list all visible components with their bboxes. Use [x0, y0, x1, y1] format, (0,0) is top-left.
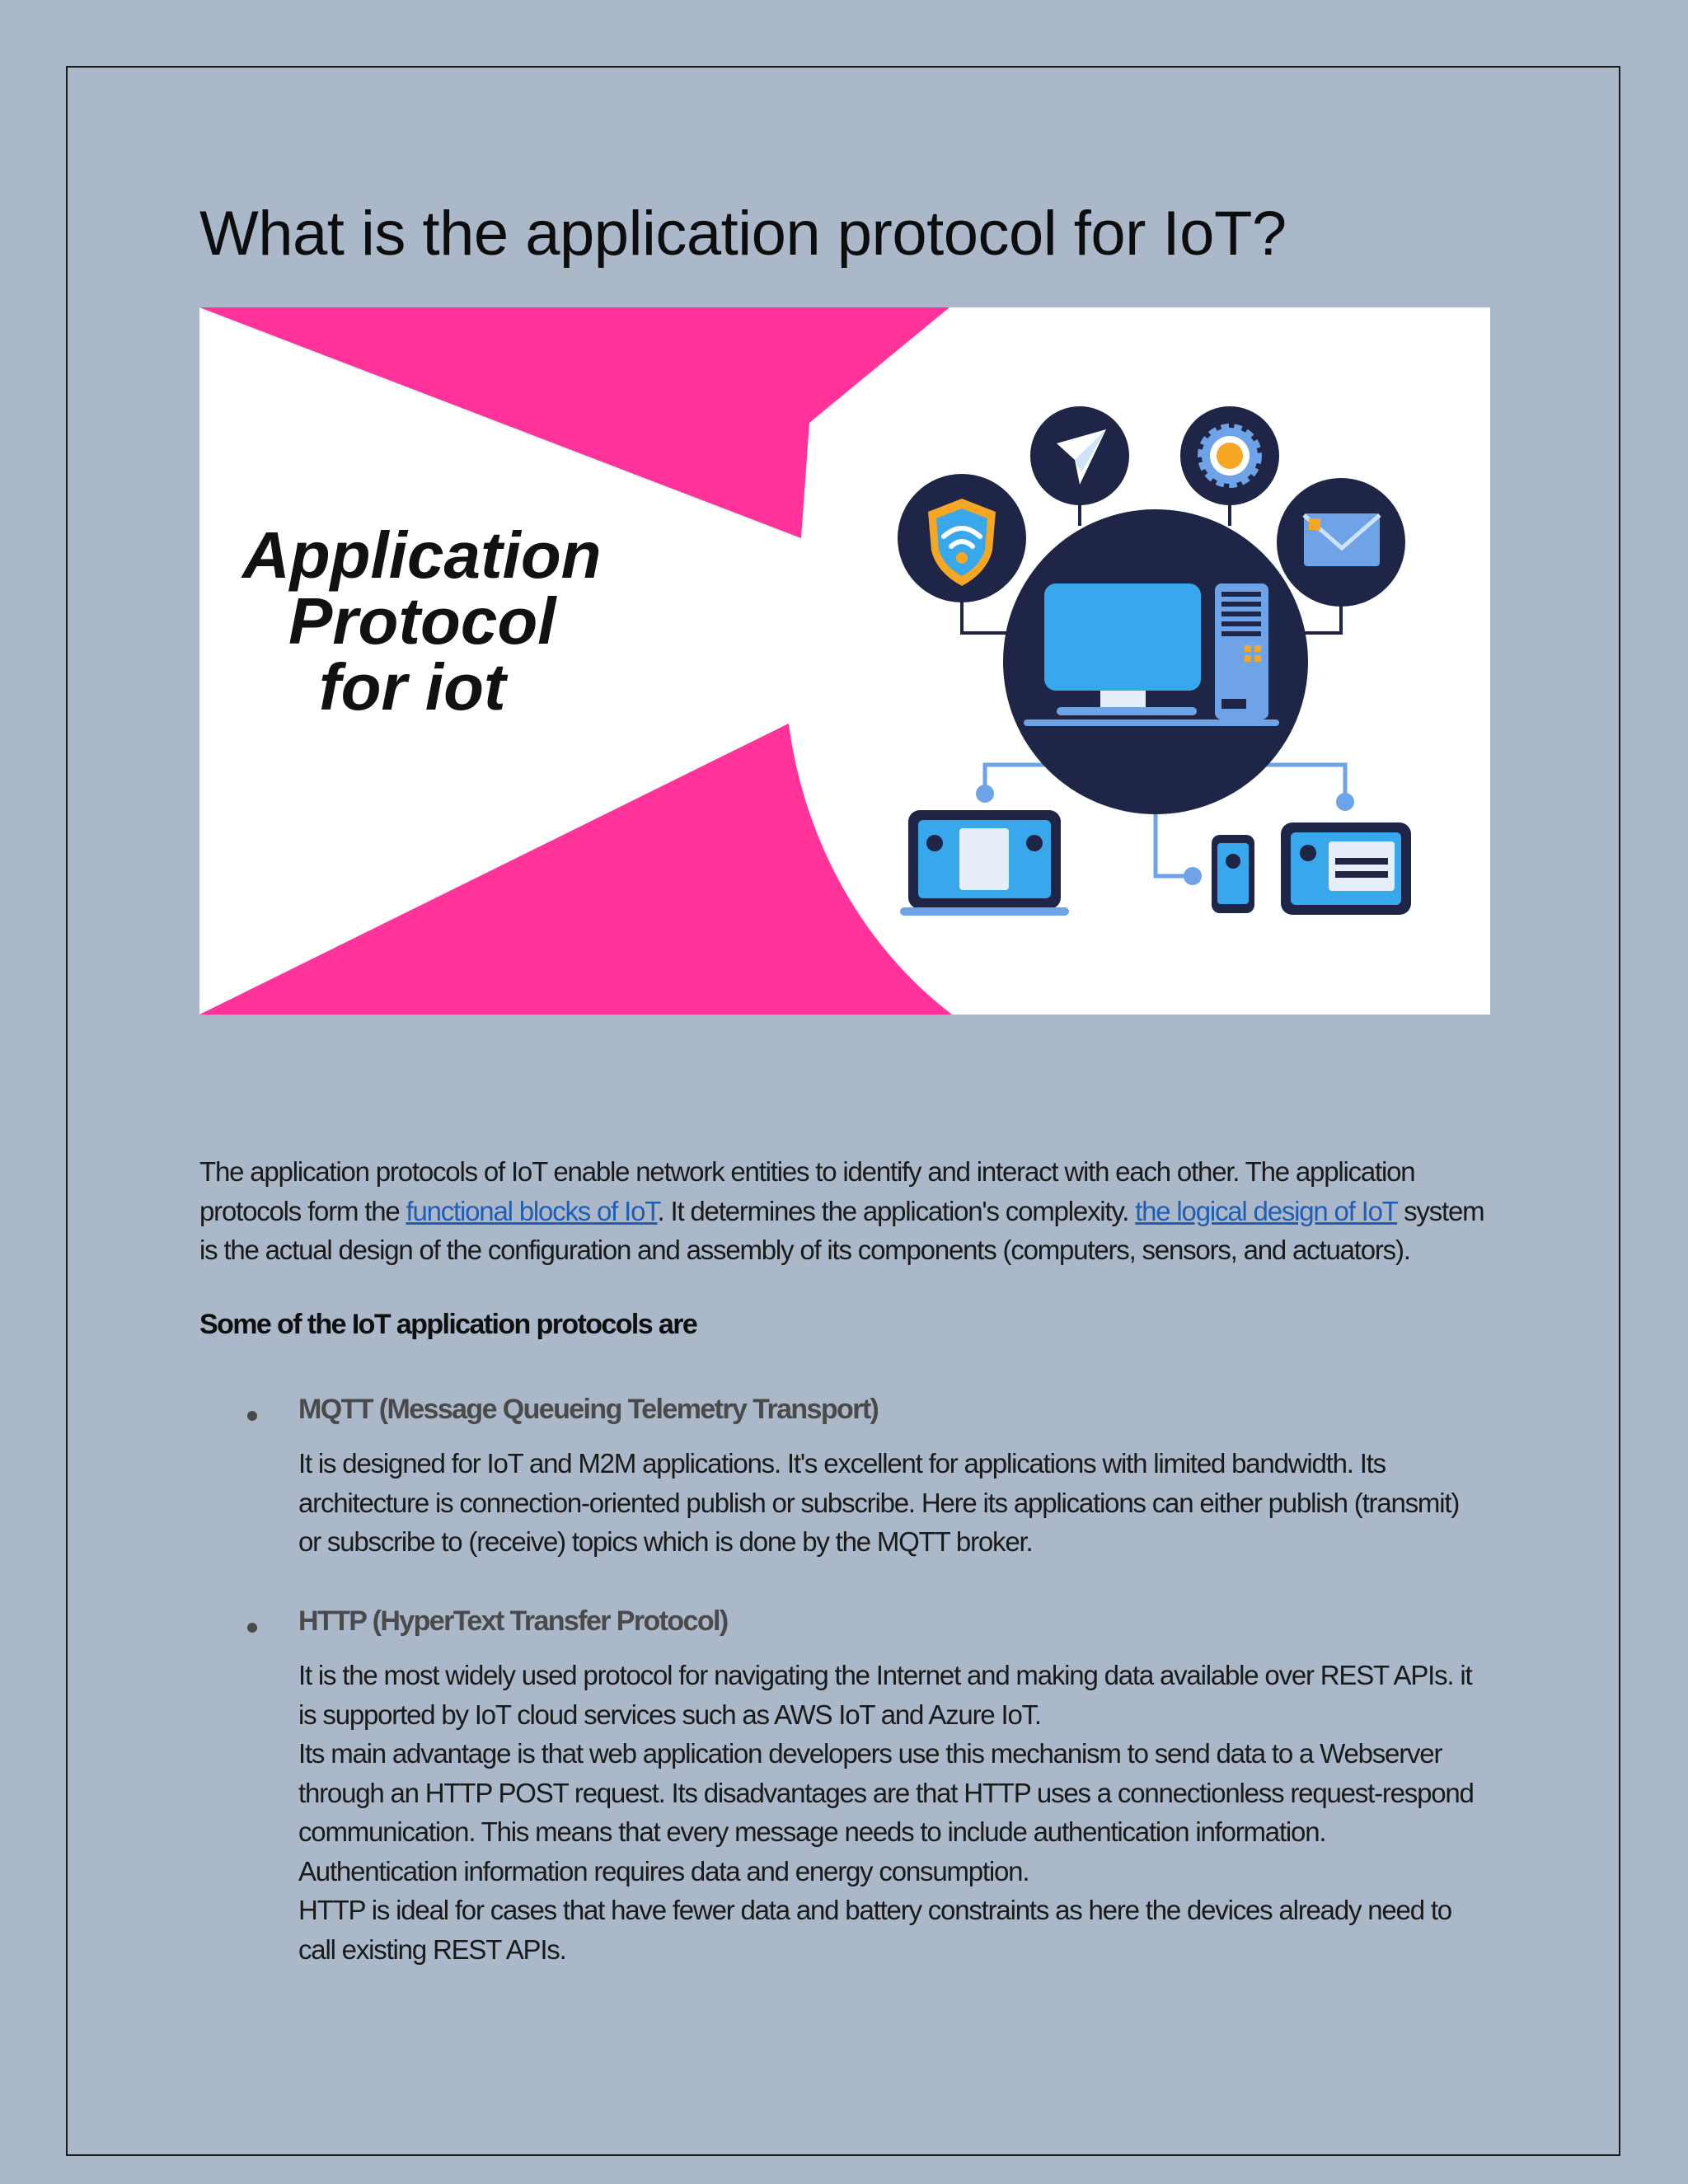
mqtt-description: It is designed for IoT and M2M applicati…: [298, 1444, 1485, 1562]
mqtt-body-text: It is designed for IoT and M2M applicati…: [298, 1448, 1460, 1557]
phone-icon: [1212, 835, 1254, 913]
http-title: HTTP (HyperText Transfer Protocol): [298, 1605, 729, 1637]
tablet-icon: [1281, 823, 1411, 915]
bullet-icon: [247, 1623, 257, 1633]
bullet-icon: [247, 1411, 257, 1421]
mqtt-title: MQTT (Message Queueing Telemetry Transpo…: [298, 1394, 879, 1425]
hero-text-line2: Protocol: [288, 584, 557, 658]
http-description: It is the most widely used protocol for …: [298, 1656, 1485, 1969]
http-body-text-2: Its main advantage is that web applicati…: [298, 1738, 1475, 1886]
page-title: What is the application protocol for IoT…: [199, 199, 1287, 269]
functional-blocks-link[interactable]: functional blocks of IoT: [406, 1195, 658, 1226]
protocols-subheading: Some of the IoT application protocols ar…: [199, 1309, 698, 1340]
http-body-text-3: HTTP is ideal for cases that have fewer …: [298, 1895, 1452, 1965]
laptop-icon: [900, 810, 1069, 916]
intro-text-part1: The application protocols of IoT enable …: [199, 1156, 1416, 1226]
hero-text-line3: for iot: [319, 650, 509, 724]
intro-text-part2: . It determines the application's comple…: [657, 1195, 1136, 1226]
http-body-text-1: It is the most widely used protocol for …: [298, 1660, 1473, 1730]
hero-text-line1: Application: [241, 518, 602, 592]
hero-image: Application Protocol for iot: [199, 307, 1490, 1015]
logical-design-link[interactable]: the logical design of IoT: [1135, 1195, 1398, 1226]
intro-text-part3: system is the actual design of the confi…: [199, 1195, 1485, 1266]
page-border: [66, 66, 1620, 2156]
intro-paragraph: The application protocols of IoT enable …: [199, 1152, 1485, 1270]
